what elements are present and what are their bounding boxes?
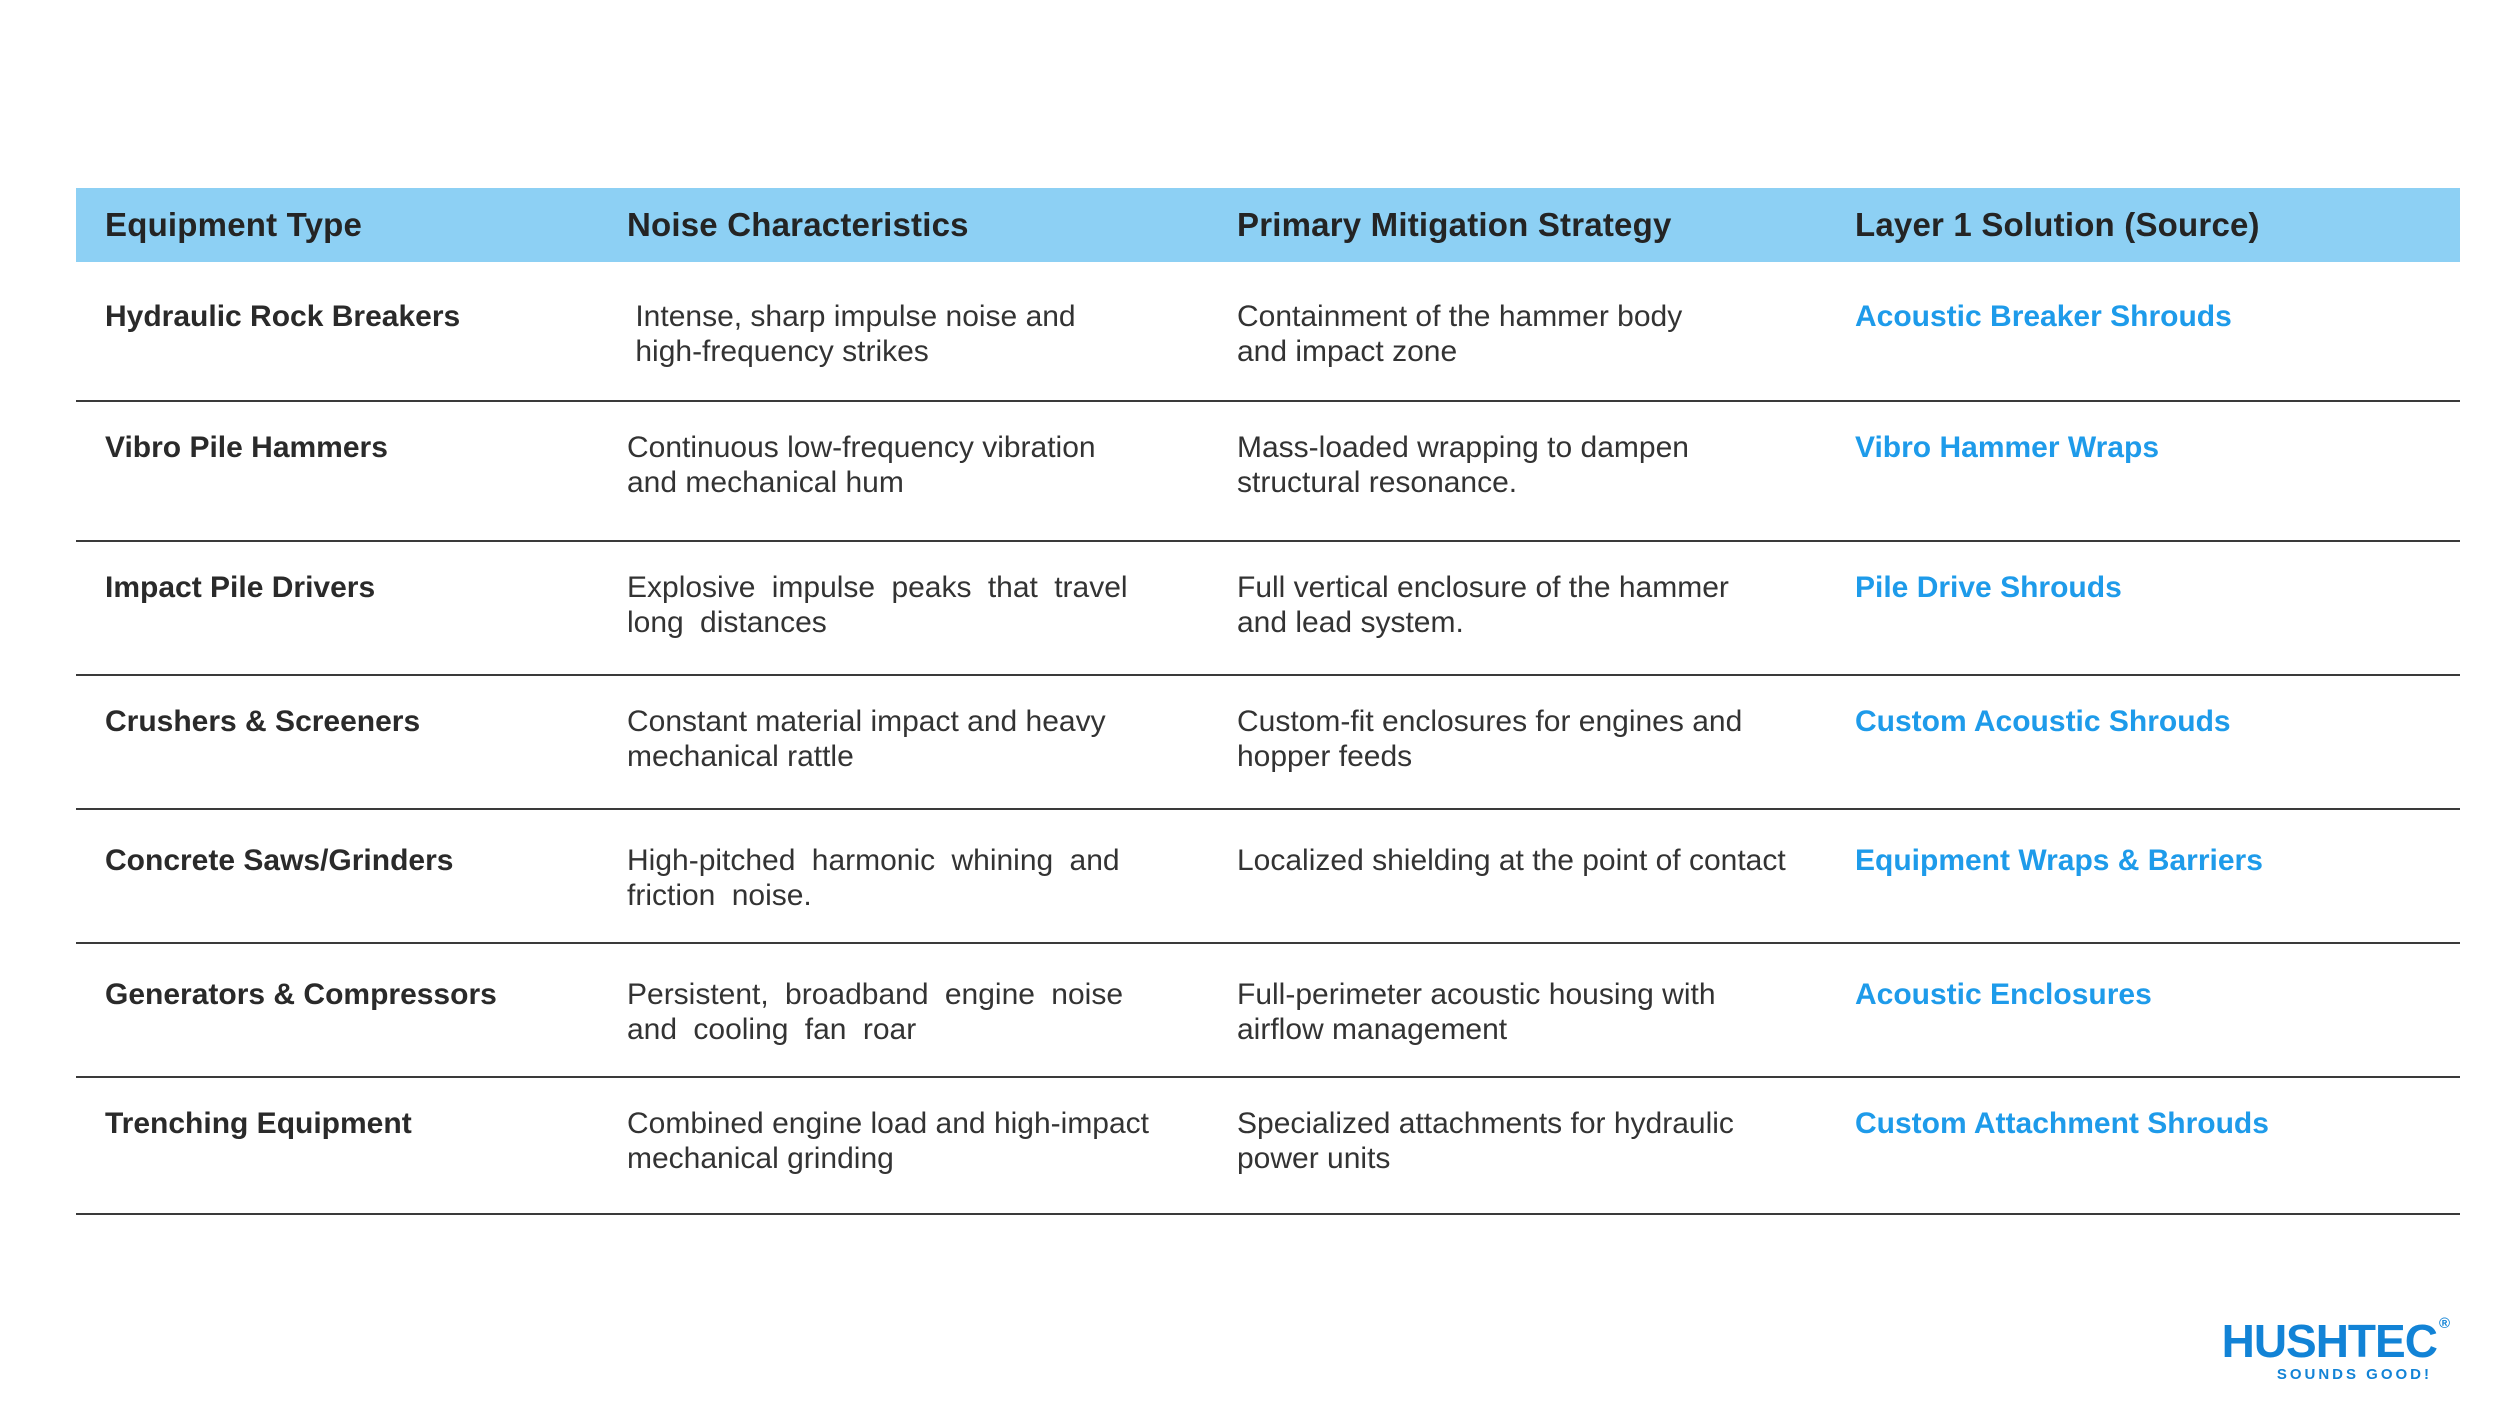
equipment-noise-table: Equipment Type Noise Characteristics Pri… xyxy=(76,188,2460,1215)
logo-wordmark: HUSHTEC xyxy=(2221,1315,2438,1367)
column-header-mitigation-strategy: Primary Mitigation Strategy xyxy=(1237,206,1672,243)
mitigation-strategy-cell: Full vertical enclosure of the hammer an… xyxy=(1237,571,1729,639)
table-row: Crushers & Screeners Constant material im… xyxy=(76,676,2460,810)
column-header-layer1-solution: Layer 1 Solution (Source) xyxy=(1855,206,2260,243)
column-header-equipment-type: Equipment Type xyxy=(105,206,363,243)
mitigation-strategy-cell: Localized shielding at the point of cont… xyxy=(1237,844,1786,877)
solution-link[interactable]: Vibro Hammer Wraps xyxy=(1855,431,2159,464)
solution-cell: Custom Acoustic Shrouds xyxy=(1855,676,2460,808)
equipment-type-cell: Concrete Saws/Grinders xyxy=(105,844,454,877)
solution-link[interactable]: Acoustic Enclosures xyxy=(1855,978,2152,1011)
solution-link[interactable]: Custom Acoustic Shrouds xyxy=(1855,705,2231,738)
logo-tagline: SOUNDS GOOD! xyxy=(2276,1366,2432,1383)
equipment-type-cell: Generators & Compressors xyxy=(105,978,497,1011)
solution-link[interactable]: Custom Attachment Shrouds xyxy=(1855,1107,2269,1140)
noise-characteristics-cell: High-pitched harmonic whining and fricti… xyxy=(627,844,1120,912)
noise-characteristics-cell: Constant material impact and heavy mecha… xyxy=(627,705,1106,773)
table-row: Hydraulic Rock Breakers Intense, sharp i… xyxy=(76,262,2460,402)
solution-link[interactable]: Acoustic Breaker Shrouds xyxy=(1855,300,2232,333)
solution-cell: Acoustic Breaker Shrouds xyxy=(1855,262,2460,400)
noise-characteristics-cell: Persistent, broadband engine noise and c… xyxy=(627,978,1124,1046)
mitigation-strategy-cell: Containment of the hammer body and impac… xyxy=(1237,300,1683,368)
equipment-type-cell: Hydraulic Rock Breakers xyxy=(105,300,461,333)
noise-characteristics-cell: Intense, sharp impulse noise and high-fr… xyxy=(635,300,1076,368)
noise-characteristics-cell: Combined engine load and high-impact mec… xyxy=(627,1107,1150,1175)
solution-cell: Vibro Hammer Wraps xyxy=(1855,402,2460,540)
column-header-noise-characteristics: Noise Characteristics xyxy=(627,206,969,243)
table-row: Impact Pile Drivers Explosive impulse pea… xyxy=(76,542,2460,676)
table-row: Concrete Saws/Grinders High-pitched harmo… xyxy=(76,810,2460,944)
solution-cell: Custom Attachment Shrouds xyxy=(1855,1078,2460,1213)
mitigation-strategy-cell: Specialized attachments for hydraulic po… xyxy=(1237,1107,1734,1175)
table-header-row: Equipment Type Noise Characteristics Pri… xyxy=(76,188,2460,262)
solution-link[interactable]: Pile Drive Shrouds xyxy=(1855,571,2122,604)
solution-cell: Acoustic Enclosures xyxy=(1855,944,2460,1076)
mitigation-strategy-cell: Mass-loaded wrapping to dampen structura… xyxy=(1237,431,1689,499)
mitigation-strategy-cell: Full-perimeter acoustic housing with air… xyxy=(1237,978,1716,1046)
solution-link[interactable]: Equipment Wraps & Barriers xyxy=(1855,844,2263,877)
table-body: Hydraulic Rock Breakers Intense, sharp i… xyxy=(76,262,2460,1215)
noise-characteristics-cell: Continuous low-frequency vibration and m… xyxy=(627,431,1096,499)
logo-word-row: HUSHTEC® xyxy=(2221,1315,2450,1367)
solution-cell: Pile Drive Shrouds xyxy=(1855,542,2460,674)
table-row: Trenching Equipment Combined engine load … xyxy=(76,1078,2460,1215)
mitigation-strategy-cell: Custom-fit enclosures for engines and ho… xyxy=(1237,705,1743,773)
table-row: Generators & Compressors Persistent, broa… xyxy=(76,944,2460,1078)
noise-characteristics-cell: Explosive impulse peaks that travel long… xyxy=(627,571,1128,639)
equipment-type-cell: Trenching Equipment xyxy=(105,1107,412,1140)
equipment-type-cell: Vibro Pile Hammers xyxy=(105,431,388,464)
solution-cell: Equipment Wraps & Barriers xyxy=(1855,810,2460,942)
equipment-type-cell: Crushers & Screeners xyxy=(105,705,421,738)
registered-trademark-icon: ® xyxy=(2438,1315,2450,1332)
table-row: Vibro Pile Hammers Continuous low-frequen… xyxy=(76,402,2460,542)
hushtec-logo: HUSHTEC® SOUNDS GOOD! xyxy=(2221,1315,2450,1383)
equipment-type-cell: Impact Pile Drivers xyxy=(105,571,376,604)
